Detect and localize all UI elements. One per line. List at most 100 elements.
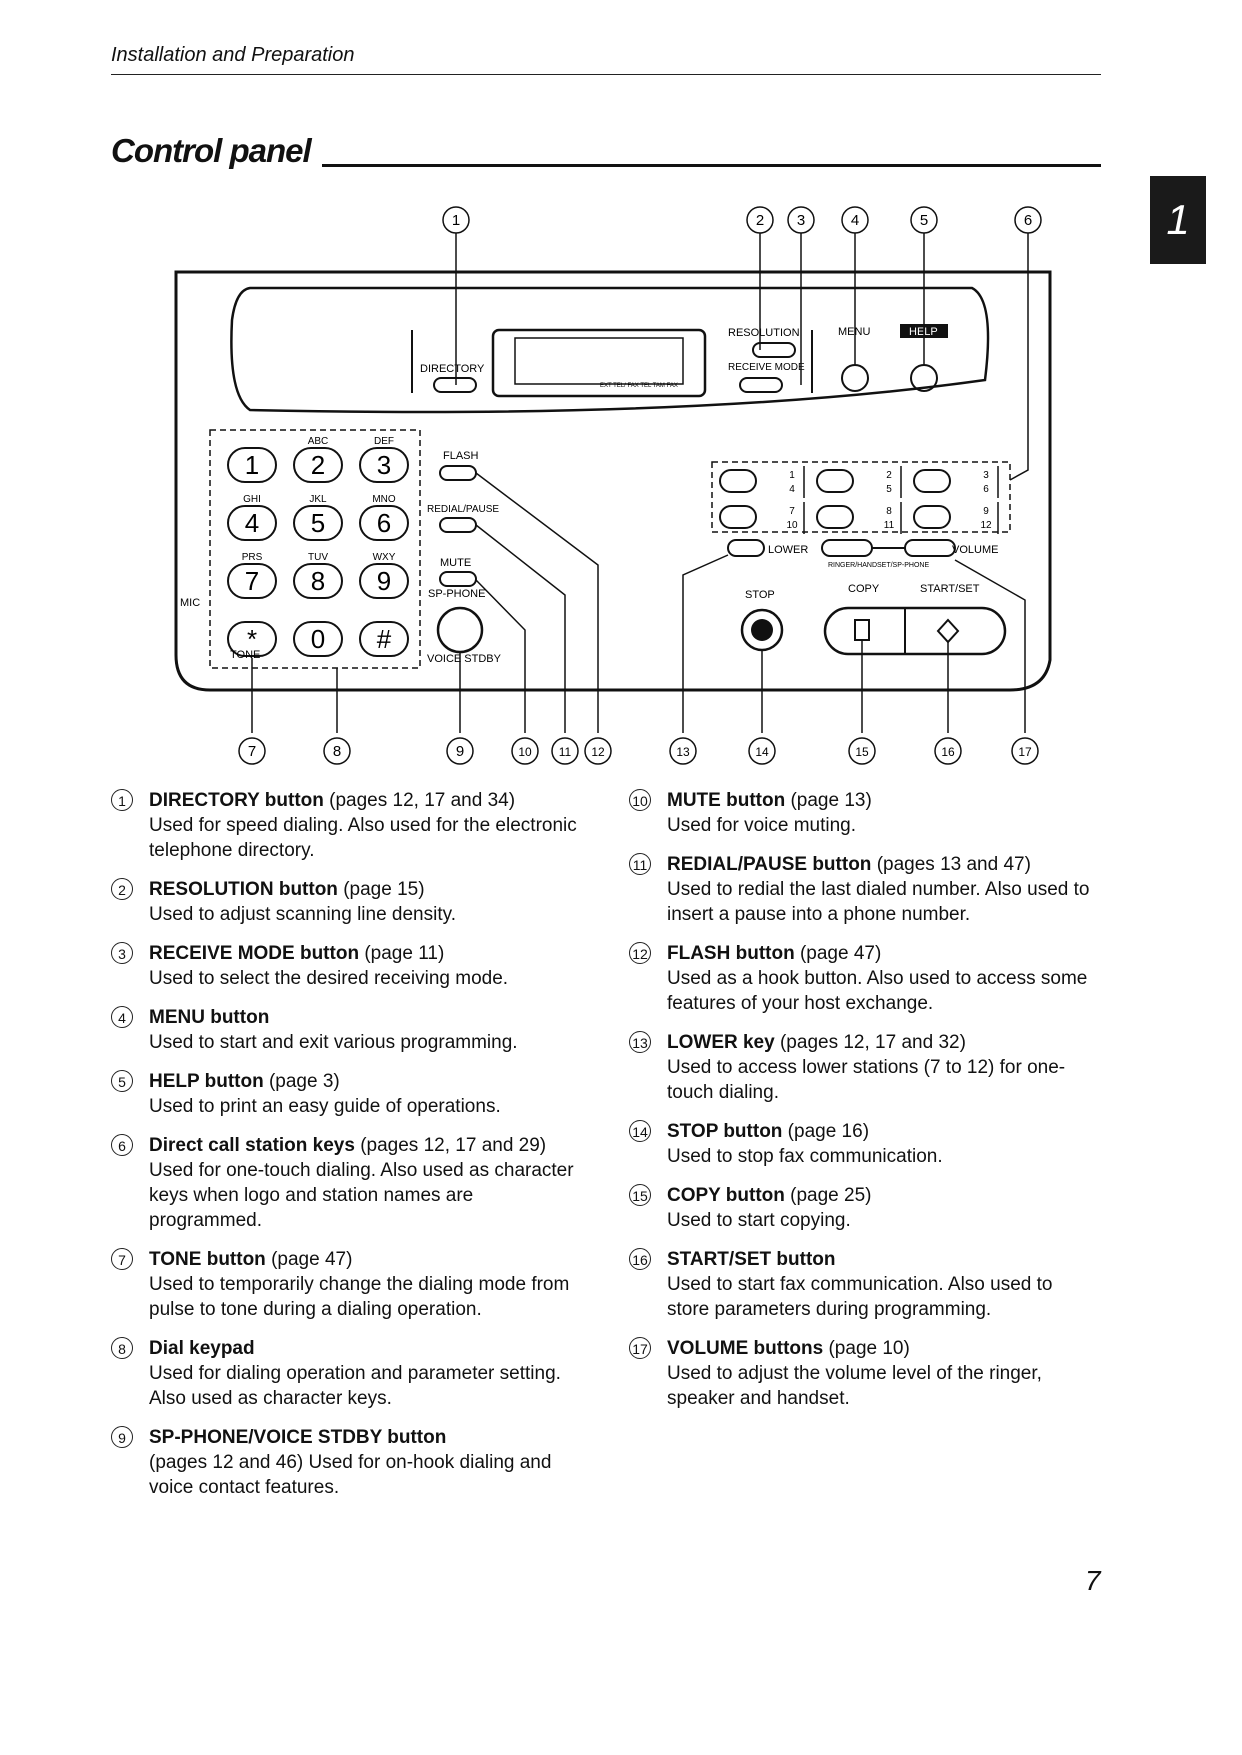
- item-number: 16: [629, 1247, 667, 1322]
- station-key-11[interactable]: 11: [884, 520, 895, 531]
- key-digit: 3: [377, 450, 391, 480]
- station-key-number: 10: [786, 520, 798, 531]
- item-description: Used to access lower stations (7 to 12) …: [667, 1057, 1066, 1103]
- item-description: Used for voice muting.: [667, 815, 857, 836]
- callout-5: 5: [910, 206, 938, 234]
- svg-text:16: 16: [941, 745, 955, 759]
- item-description: Used to start and exit various programmi…: [149, 1032, 518, 1053]
- key-3[interactable]: 3 DEF: [359, 436, 409, 483]
- station-key-number: 3: [983, 470, 989, 481]
- item-name: MENU button: [149, 1007, 270, 1028]
- station-key-number: 11: [884, 520, 895, 531]
- item-description: Used to start copying.: [667, 1210, 851, 1231]
- key-digit: 0: [311, 624, 325, 654]
- display-bezel: [230, 286, 990, 414]
- item-name: COPY button: [667, 1185, 785, 1206]
- title-rule: [322, 164, 1101, 167]
- station-key-9[interactable]: 9: [913, 502, 999, 534]
- lower-button: [727, 539, 765, 557]
- receive-mode-button: [739, 377, 783, 393]
- station-key-3[interactable]: 3: [913, 466, 999, 498]
- copy-button: [854, 619, 870, 641]
- station-key-8[interactable]: 8: [816, 502, 902, 534]
- item-number: 1: [111, 788, 149, 863]
- chapter-tab: 1: [1150, 176, 1206, 264]
- key-0[interactable]: 0: [293, 621, 343, 657]
- key-letters: DEF: [374, 436, 394, 447]
- callout-9: 9: [446, 737, 474, 765]
- item-pages: (page 47): [794, 943, 882, 964]
- callout-13: 13: [669, 737, 697, 765]
- item-name: RESOLUTION button: [149, 879, 338, 900]
- key-digit: 7: [245, 566, 259, 596]
- station-key-12[interactable]: 12: [980, 520, 992, 531]
- page-number: 7: [1085, 1565, 1101, 1596]
- key-digit: 5: [311, 508, 325, 538]
- item-pages: (page 10): [823, 1338, 910, 1359]
- station-key-5[interactable]: 5: [886, 484, 892, 495]
- station-key-6[interactable]: 6: [983, 484, 989, 495]
- item-number: 7: [111, 1247, 149, 1322]
- svg-text:6: 6: [1024, 212, 1032, 229]
- item-description: Used to stop fax communication.: [667, 1146, 943, 1167]
- item-description: Used as a hook button. Also used to acce…: [667, 968, 1088, 1014]
- item-name: RECEIVE MODE button: [149, 943, 360, 964]
- station-keys-frame: [711, 461, 1011, 533]
- item-name: LOWER key: [667, 1032, 775, 1053]
- item-number: 3: [111, 941, 149, 991]
- item-name: REDIAL/PAUSE button: [667, 854, 872, 875]
- item-name: TONE button: [149, 1249, 266, 1270]
- key-digit: 4: [245, 508, 259, 538]
- key-digit: 2: [311, 450, 325, 480]
- callout-14: 14: [748, 737, 776, 765]
- svg-text:17: 17: [1018, 745, 1032, 759]
- item-name: FLASH button: [667, 943, 795, 964]
- key-*[interactable]: *: [227, 621, 277, 657]
- item-description: Used for one-touch dialing. Also used as…: [149, 1160, 574, 1231]
- station-key-10[interactable]: 10: [786, 520, 798, 531]
- station-key-4[interactable]: 4: [789, 484, 795, 495]
- svg-text:2: 2: [756, 212, 764, 229]
- svg-text:11: 11: [559, 745, 572, 759]
- control-panel-diagram: DIRECTORY EXT TEL/ FAX TEL TAM FAX RESOL…: [174, 206, 1052, 765]
- key-#[interactable]: #: [359, 621, 409, 657]
- key-digit: 8: [311, 566, 325, 596]
- item-name: STOP button: [667, 1121, 783, 1142]
- volume-label: VOLUME: [952, 544, 998, 556]
- station-key-7[interactable]: 7: [719, 502, 805, 534]
- item-description: Used to start fax communication. Also us…: [667, 1274, 1053, 1320]
- key-1[interactable]: 1: [227, 447, 277, 483]
- callout-17: 17: [1011, 737, 1039, 765]
- mute-button: [439, 571, 477, 587]
- svg-text:12: 12: [591, 745, 605, 759]
- svg-text:10: 10: [518, 745, 532, 759]
- station-key-1[interactable]: 1: [719, 466, 805, 498]
- station-key-number: 8: [886, 506, 892, 517]
- item-pages: (pages 12, 17 and 32): [774, 1032, 966, 1053]
- station-key-number: 1: [789, 470, 795, 481]
- resolution-button: [752, 342, 796, 358]
- callout-11: 11: [551, 737, 579, 765]
- callout-2: 2: [746, 206, 774, 234]
- station-key-2[interactable]: 2: [816, 466, 902, 498]
- item-number: 17: [629, 1336, 667, 1411]
- item-pages: (page 47): [265, 1249, 353, 1270]
- ringer-label: RINGER/HANDSET/SP-PHONE: [828, 562, 929, 569]
